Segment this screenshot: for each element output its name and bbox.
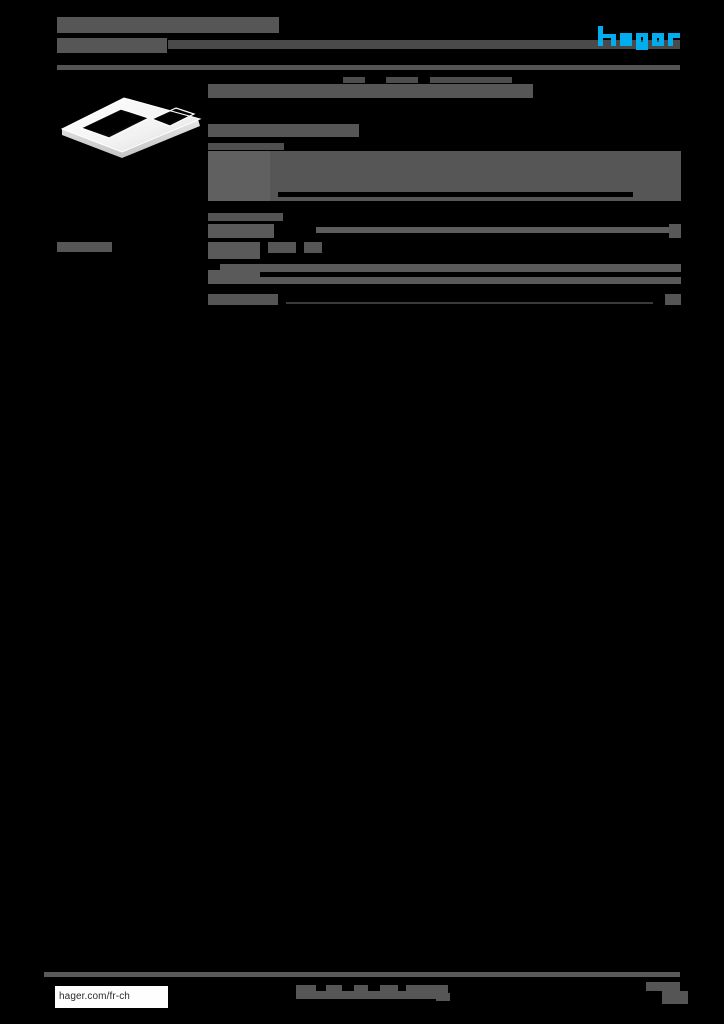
title-tick-2 (386, 77, 418, 83)
table-row (208, 294, 681, 306)
footer-center-text (296, 985, 450, 1001)
document-subtitle (208, 124, 359, 137)
band-notch-left (208, 264, 220, 270)
spec-block-divider (278, 192, 633, 197)
row-leader (316, 227, 673, 233)
title-tick-1 (343, 77, 365, 83)
footer-notch-1 (316, 985, 326, 991)
spec-rows-group (208, 213, 681, 238)
header-subtitle (168, 40, 680, 49)
footer-notch-tail (436, 993, 450, 1001)
spec-group-label (208, 213, 283, 221)
spec-section-secondary (208, 294, 681, 306)
table-row (208, 242, 681, 259)
footer-page-number (662, 991, 688, 1004)
header-title-group (57, 17, 279, 53)
footer-right-text (646, 982, 680, 991)
spec-block-caption (208, 143, 284, 150)
header-title-line2 (57, 38, 167, 53)
row-value (268, 242, 296, 253)
footer-website-link[interactable]: hager.com/fr-ch (55, 986, 168, 1008)
row-key (208, 224, 274, 238)
row-leader (286, 302, 653, 304)
page-header (0, 0, 724, 72)
footer-notch-4 (398, 985, 406, 991)
spec-block-body (208, 151, 681, 201)
document-title-row (208, 77, 681, 106)
document-title (208, 84, 533, 98)
footer-notch-2 (342, 985, 354, 991)
footer-divider (44, 972, 680, 977)
left-column-label (57, 242, 112, 252)
table-row-band-2 (208, 264, 681, 284)
product-image (48, 86, 208, 174)
row-unit (304, 242, 322, 253)
row-key (208, 242, 260, 259)
spec-block-key-column (208, 151, 270, 201)
row-value (665, 294, 681, 305)
main-content (208, 77, 681, 306)
table-row (208, 224, 681, 238)
row-value (669, 224, 681, 238)
footer-notch-3 (368, 985, 380, 991)
spec-block-primary (208, 143, 681, 201)
header-divider (57, 65, 680, 70)
row-key (208, 294, 278, 305)
hager-logo[interactable] (598, 24, 680, 50)
page-footer: hager.com/fr-ch (0, 964, 724, 1024)
title-tick-3 (430, 77, 512, 83)
band-notch-body (260, 272, 681, 277)
header-title (57, 17, 279, 33)
